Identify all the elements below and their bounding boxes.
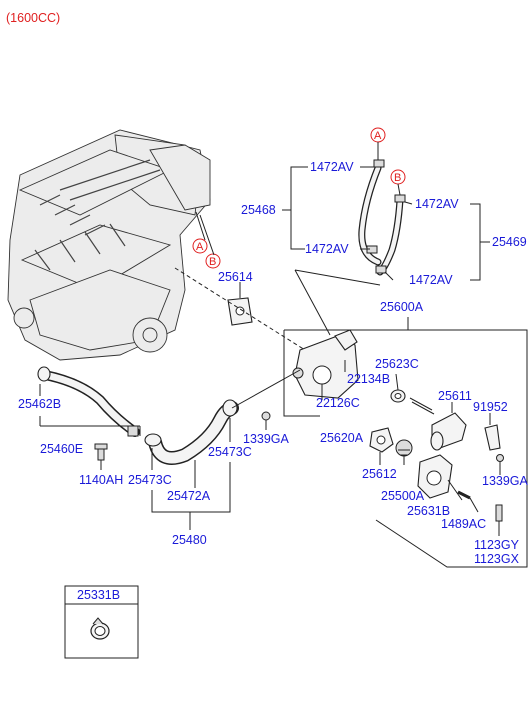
label-25331b[interactable]: 25331B [77,588,120,602]
label-1140ah[interactable]: 1140AH [79,473,123,487]
svg-text:B: B [209,256,216,268]
sensor-1489ac [457,490,471,500]
bracket-25468 [282,166,375,250]
label-1123gy[interactable]: 1123GY [474,538,520,552]
thermostat-25500a [395,439,413,457]
svg-text:B: B [394,172,401,184]
label-25473c-left[interactable]: 25473C [128,473,172,487]
label-1472av-b[interactable]: 1472AV [305,242,349,256]
svg-text:A: A [374,130,382,142]
o-ring-25462b [37,366,51,382]
label-25500a[interactable]: 25500A [381,489,425,503]
bolt-1339ga [496,454,504,462]
label-25620a[interactable]: 25620A [320,431,364,445]
ref-marker-a-engine: A [192,238,208,254]
bracket-25460e [39,384,141,436]
ref-marker-a-hose: A [370,127,386,143]
bracket-25469 [384,201,490,281]
svg-text:A: A [196,241,204,253]
stud-bolt [409,397,435,415]
bolt-1339ga-left [261,411,271,421]
label-25469[interactable]: 25469 [492,235,527,249]
label-25480[interactable]: 25480 [172,533,207,547]
label-1123gx[interactable]: 1123GX [474,552,520,566]
label-91952[interactable]: 91952 [473,400,508,414]
label-1472av-c[interactable]: 1472AV [415,197,459,211]
label-25460e[interactable]: 25460E [40,442,83,456]
label-25472a[interactable]: 25472A [167,489,211,503]
clamp-25473c [144,433,162,447]
label-25468[interactable]: 25468 [241,203,276,217]
hose-clamp [373,159,385,168]
hose-clamp-25331b-illustration [90,617,110,640]
label-1339ga-right[interactable]: 1339GA [482,474,529,488]
engine-block-illustration [7,129,211,361]
label-1489ac[interactable]: 1489AC [441,517,486,531]
ref-marker-b-hose: B [390,169,406,185]
label-25623c[interactable]: 25623C [375,357,419,371]
label-25612[interactable]: 25612 [362,467,397,481]
clamp-25473c [222,399,238,417]
label-1472av-a[interactable]: 1472AV [310,160,354,174]
engine-ref-leader [195,211,215,256]
bracket-25480 [151,418,231,530]
label-25600a[interactable]: 25600A [380,300,424,314]
label-25631b[interactable]: 25631B [407,504,450,518]
label-1339ga-left[interactable]: 1339GA [243,432,290,446]
bracket-91952 [484,424,501,451]
label-22126c[interactable]: 22126C [316,396,360,410]
hose-ref-leader [377,142,401,196]
label-1472av-d[interactable]: 1472AV [409,273,453,287]
part-box-25331b[interactable]: 25331B [64,585,139,659]
hose-clamp [394,194,406,203]
label-22134b[interactable]: 22134B [347,372,390,386]
label-25462b[interactable]: 25462B [18,397,61,411]
ref-marker-b-engine: B [205,253,221,269]
bolt-1140ah [97,447,105,461]
label-25473c-right[interactable]: 25473C [208,445,252,459]
engine-variant-title: (1600CC) [6,11,60,25]
label-25614[interactable]: 25614 [218,270,253,284]
assembly-box-25600a [283,329,528,568]
label-25611[interactable]: 25611 [438,389,472,403]
bolt-1123gy [495,504,503,522]
hose-clamp [375,265,387,274]
